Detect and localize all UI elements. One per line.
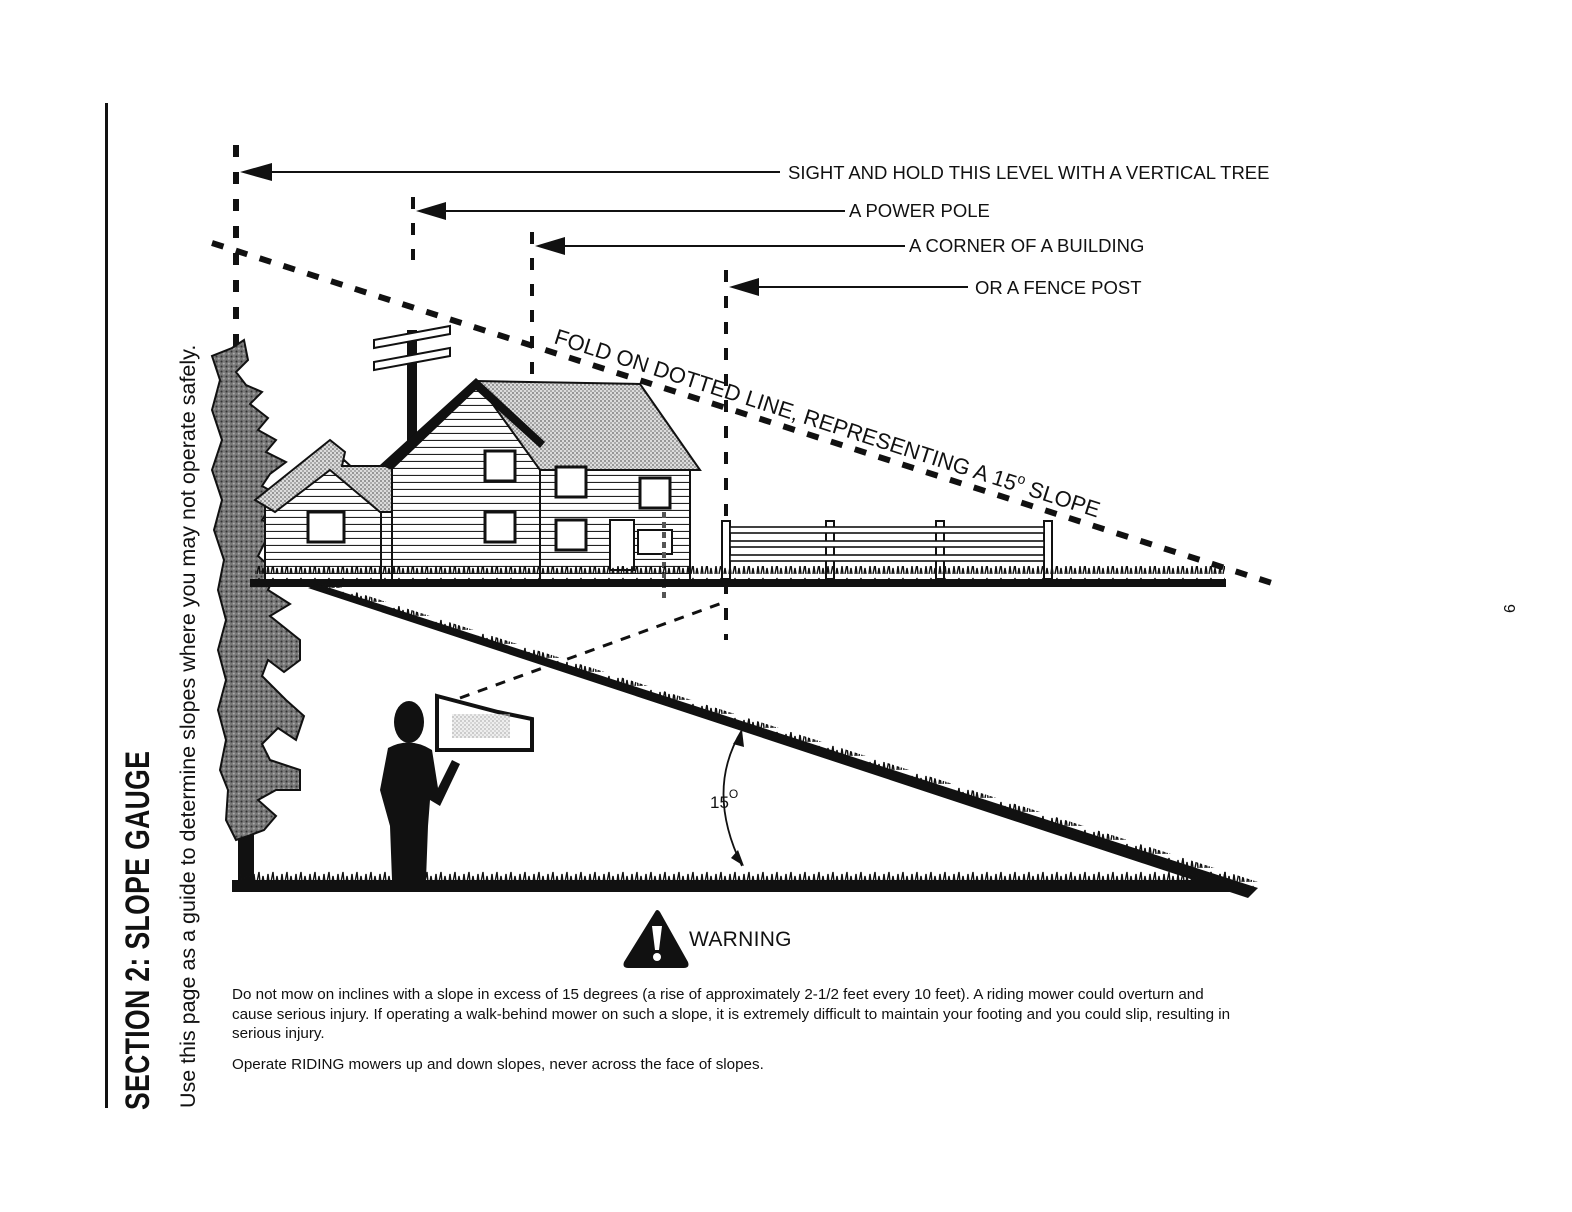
warning-icon: [623, 910, 689, 968]
tree-illustration: [210, 338, 306, 890]
angle-indicator: [722, 729, 744, 867]
fence-illustration: [721, 520, 1053, 580]
gauge-sight-line: [459, 601, 723, 700]
warning-paragraph-2: Operate RIDING mowers up and down slopes…: [232, 1055, 764, 1073]
building-label: A CORNER OF A BUILDING: [909, 235, 1144, 256]
person-silhouette: [380, 701, 460, 880]
warning-title: WARNING: [689, 928, 792, 951]
pole-label: A POWER POLE: [849, 200, 990, 221]
fence-label: OR A FENCE POST: [975, 277, 1142, 298]
gauge-card: [435, 693, 534, 752]
sight-lines: [233, 145, 968, 640]
warning-body: Do not mow on inclines with a slope in e…: [232, 985, 1242, 1085]
tree-label: SIGHT AND HOLD THIS LEVEL WITH A VERTICA…: [788, 162, 1269, 183]
angle-label: 15O: [710, 787, 738, 812]
warning-paragraph-1: Do not mow on inclines with a slope in e…: [232, 986, 1231, 1042]
fold-dotted-line: [211, 240, 1279, 588]
section-divider-bar: [105, 103, 108, 1108]
upper-ground: [250, 566, 1226, 587]
lower-ground: [232, 868, 1232, 892]
slope-incline: [308, 580, 1258, 898]
large-house-illustration: [380, 378, 702, 600]
